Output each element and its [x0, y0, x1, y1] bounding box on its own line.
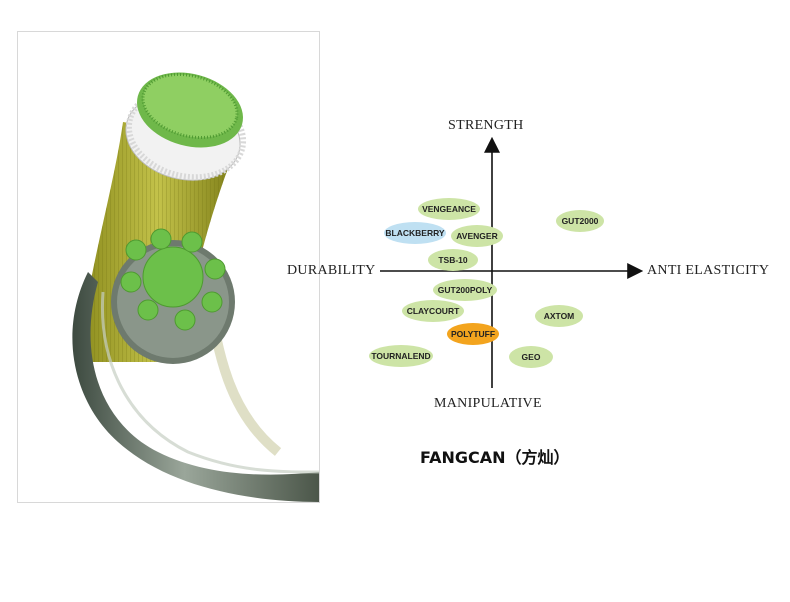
- brand-caption: FANGCAN（方灿）: [420, 448, 570, 467]
- axis-label-strength: STRENGTH: [448, 118, 524, 133]
- product-label: TOURNALEND: [371, 351, 430, 361]
- product-bubble-polytuff: POLYTUFF: [447, 323, 499, 345]
- axis-label-durability: DURABILITY: [287, 263, 376, 278]
- product-label: GUT200POLY: [438, 285, 493, 295]
- product-bubble-shape: [451, 225, 503, 247]
- product-bubble-tournalend: TOURNALEND: [369, 345, 433, 367]
- product-bubble-shape: [402, 300, 464, 322]
- product-label: AVENGER: [456, 231, 497, 241]
- product-bubble-axtom: AXTOM: [535, 305, 583, 327]
- axis-label-anti-elasticity: ANTI ELASTICITY: [647, 263, 770, 278]
- product-bubble-claycourt: CLAYCOURT: [402, 300, 464, 322]
- product-label: BLACKBERRY: [385, 228, 445, 238]
- product-bubble-shape: [556, 210, 604, 232]
- axis-label-manipulative: MANIPULATIVE: [434, 396, 542, 411]
- product-bubble-shape: [384, 222, 446, 244]
- product-bubble-avenger: AVENGER: [451, 225, 503, 247]
- product-bubble-tsb-10: TSB-10: [428, 249, 478, 271]
- product-bubble-shape: [509, 346, 553, 368]
- positioning-map: VENGEANCE BLACKBERRY AVENGER GUT2000TSB-10G…: [369, 136, 644, 388]
- string-illustration: [72, 72, 319, 502]
- product-label: AXTOM: [544, 311, 575, 321]
- product-bubble-shape: [428, 249, 478, 271]
- product-bubble-geo: GEO: [509, 346, 553, 368]
- product-label: VENGEANCE: [422, 204, 476, 214]
- product-bubble-shape: [418, 198, 480, 220]
- product-bubble-gut200poly: GUT200POLY: [433, 279, 497, 301]
- product-bubble-blackberry: BLACKBERRY: [384, 222, 446, 244]
- product-bubble-shape: [447, 323, 499, 345]
- string-cross-section-image: [17, 31, 320, 503]
- product-label: POLYTUFF: [451, 329, 495, 339]
- product-bubble-shape: [535, 305, 583, 327]
- product-bubble-shape: [369, 345, 433, 367]
- product-bubble-gut2000: GUT2000: [556, 210, 604, 232]
- product-label: GEO: [522, 352, 541, 362]
- product-label: TSB-10: [438, 255, 468, 265]
- product-label: CLAYCOURT: [407, 306, 460, 316]
- product-label: GUT2000: [562, 216, 599, 226]
- product-bubble-shape: [433, 279, 497, 301]
- product-bubble-vengeance: VENGEANCE: [418, 198, 480, 220]
